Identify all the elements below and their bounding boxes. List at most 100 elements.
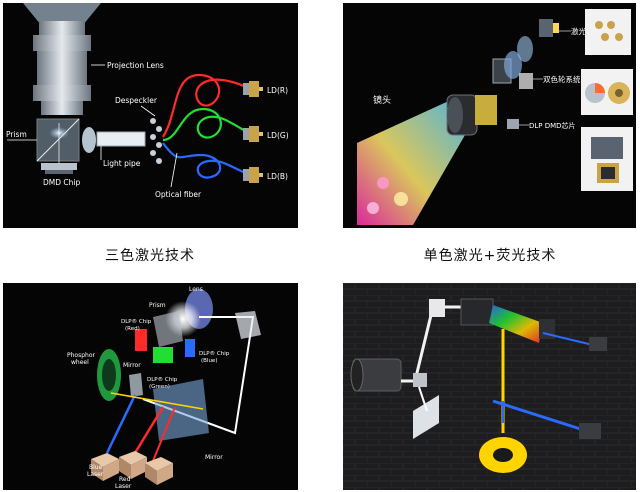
despeckler-bead	[150, 150, 156, 156]
phosphor-wheel-hub-render	[493, 448, 513, 462]
despeckler-bead	[156, 126, 162, 132]
dlp-chip-red	[135, 329, 147, 351]
label-lens: 镜头	[373, 94, 391, 106]
label-prism-en: Prism	[149, 302, 166, 309]
label-optical-fiber: Optical fiber	[155, 190, 202, 199]
three-color-laser-diagram: Projection Lens Prism DMD Chip Light pip…	[6, 3, 289, 199]
laser-diode-blue	[243, 167, 263, 183]
red-laser-cube	[119, 451, 147, 479]
label-dlp-red-sub: (Red)	[125, 326, 140, 332]
mirror-upper	[129, 373, 143, 397]
relay-lens	[82, 127, 96, 153]
color-wheel-hub	[615, 89, 623, 97]
label-dlp-red: DLP® Chip	[121, 318, 152, 325]
panel-laser-phosphor: 镜头 激光光源 双色轮系统 DLP DMD芯片	[343, 3, 636, 228]
red-laser-beam	[152, 406, 176, 462]
beam-render	[418, 386, 428, 412]
label-red-laser-sub: Laser	[115, 483, 132, 490]
laser-diode-green	[243, 126, 263, 142]
panel-three-color-laser: Projection Lens Prism DMD Chip Light pip…	[3, 3, 298, 228]
prism-diagonal	[36, 118, 80, 162]
lens-element	[41, 101, 83, 115]
despeckler-bead	[156, 142, 162, 148]
blue-laser-cube	[91, 453, 119, 481]
dmd-part	[507, 119, 519, 129]
color-wheel-segment	[595, 83, 605, 93]
label-dlp-green: DLP® Chip	[147, 376, 178, 383]
dmd-panel-render	[413, 395, 439, 439]
laser-module	[539, 19, 553, 37]
optic-lens	[504, 51, 522, 79]
fiber-blue	[162, 142, 252, 179]
laser-array-dot	[615, 33, 623, 41]
caption-three-color-laser: 三色激光技术	[105, 248, 195, 264]
lens-element	[39, 21, 85, 35]
rainbow-beam	[489, 305, 543, 343]
lens-element	[33, 35, 91, 51]
label-mirror-upper: Mirror	[123, 362, 141, 369]
flower-dot	[367, 202, 379, 214]
flower-dot	[377, 177, 389, 189]
label-dmd-chip-cn: DLP DMD芯片	[529, 121, 576, 130]
laser-module-edge	[553, 23, 559, 33]
optic-lens	[517, 36, 533, 62]
label-blue-laser-sub: Laser	[87, 471, 104, 478]
label-dlp-blue-sub: (Blue)	[201, 358, 217, 364]
despeckler-bead	[156, 158, 162, 164]
despeckler-bead	[150, 118, 156, 124]
blue-laser-beam	[105, 394, 137, 454]
label-color-wheel: 双色轮系统	[543, 74, 581, 84]
label-blue-laser: Blue	[89, 464, 103, 471]
laser-render-diagram	[343, 283, 636, 490]
label-despeckler: Despeckler	[115, 96, 158, 105]
label-dlp-blue: DLP® Chip	[199, 350, 230, 357]
white-beam-render	[401, 305, 471, 383]
colorwheel-part	[519, 73, 533, 89]
label-phosphor-sub: wheel	[71, 359, 89, 366]
leader-line	[140, 105, 156, 117]
prism-block	[153, 311, 183, 347]
label-dlp-green-sub: (Green)	[149, 384, 170, 390]
dmd-chip-photo	[591, 137, 623, 159]
blue-beam-upper	[542, 332, 594, 346]
fiber-green	[162, 107, 252, 142]
prism-render	[413, 373, 427, 387]
label-ld-b: LD(B)	[267, 172, 288, 181]
label-dmd-chip: DMD Chip	[43, 178, 80, 187]
projection-beam	[23, 3, 101, 25]
label-phosphor: Phosphor	[67, 352, 96, 359]
lens-front-render	[350, 358, 364, 392]
panel-laser-render	[343, 283, 636, 490]
yellow-light	[110, 392, 204, 410]
laser-diode-red	[243, 81, 263, 97]
label-mirror-lower: Mirror	[205, 454, 223, 461]
label-projection-lens: Projection Lens	[107, 61, 164, 70]
fiber-red	[162, 73, 252, 138]
dmd-housing	[475, 95, 497, 125]
label-prism: Prism	[6, 130, 27, 139]
lens-front	[447, 97, 463, 133]
blue-beam	[492, 399, 594, 435]
laser-array-dot	[595, 21, 603, 29]
panel-three-dlp: Lens Prism DLP® Chip (Red) DLP® Chip (Gr…	[3, 283, 298, 490]
leader-line	[170, 152, 178, 188]
dmd-die-photo	[601, 167, 615, 179]
projected-image	[357, 99, 465, 225]
despeckler-bead	[150, 134, 156, 140]
label-ld-g: LD(G)	[267, 131, 289, 140]
label-light-pipe: Light pipe	[103, 159, 141, 168]
laser-phosphor-exploded-diagram: 镜头 激光光源 双色轮系统 DLP DMD芯片	[357, 9, 633, 225]
three-dlp-diagram: Lens Prism DLP® Chip (Red) DLP® Chip (Gr…	[67, 286, 261, 490]
dmd-chip	[41, 163, 77, 170]
dlp-chip-blue	[185, 339, 195, 357]
lens-element	[33, 85, 91, 101]
laser-array-photo	[585, 9, 631, 55]
caption-laser-phosphor: 单色激光+荧光技术	[423, 248, 557, 264]
red-laser-beam	[133, 406, 165, 454]
label-red-laser: Red	[119, 476, 131, 483]
label-ld-r: LD(R)	[267, 86, 288, 95]
laser-array-dot	[601, 33, 609, 41]
laser-array-dot	[607, 21, 615, 29]
dmd-chip-base	[45, 170, 73, 174]
red-laser-cube	[145, 457, 173, 485]
